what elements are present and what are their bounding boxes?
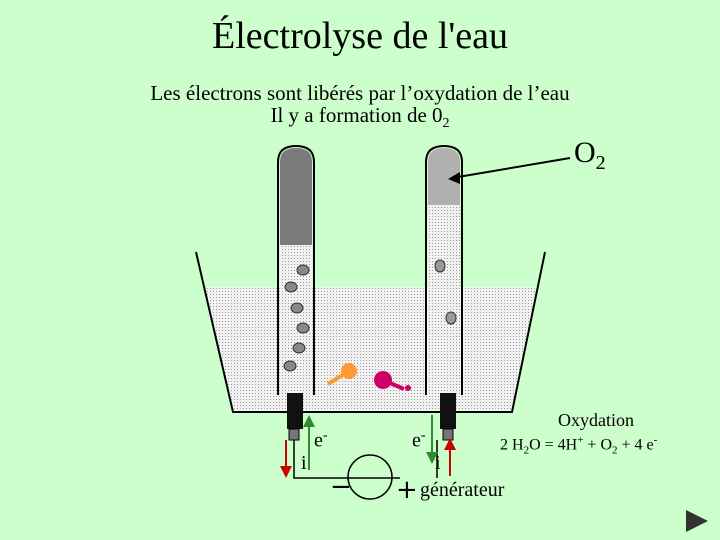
play-triangle-icon bbox=[686, 510, 708, 532]
electron-right-sup: - bbox=[420, 428, 426, 443]
left-bubbles bbox=[283, 264, 310, 372]
right-tube-gas bbox=[428, 148, 460, 205]
o2-label: O2 bbox=[574, 136, 606, 175]
eq-h2o-sub: 2 bbox=[523, 444, 530, 457]
plus-sign: + bbox=[396, 475, 418, 505]
current-label-right: i bbox=[435, 452, 441, 474]
subtitle-line-2: Il y a formation de 02 bbox=[0, 104, 720, 135]
o2-label-main: O bbox=[574, 136, 596, 169]
left-electrode bbox=[287, 393, 303, 429]
electron-label-right: e- bbox=[412, 428, 426, 453]
generator-label: générateur bbox=[420, 479, 505, 501]
electron-arrow-left-icon bbox=[303, 415, 315, 427]
magenta-molecule bbox=[374, 371, 411, 391]
water bbox=[205, 287, 536, 412]
subtitle-line-2-sub: 2 bbox=[442, 116, 450, 132]
eq-o-part: O = 4H bbox=[529, 436, 578, 454]
right-electrode bbox=[440, 393, 456, 429]
oxidation-equation: 2 H2O = 4H+ + O2 + 4 e- bbox=[500, 434, 657, 457]
o2-pointer bbox=[451, 157, 571, 179]
right-tube-outline bbox=[425, 144, 463, 395]
eq-hplus-sup: + bbox=[577, 434, 584, 446]
electron-arrow-right-icon bbox=[426, 452, 438, 464]
right-tube-water bbox=[428, 205, 460, 395]
o2-label-sub: 2 bbox=[595, 152, 606, 174]
circuit-wire bbox=[293, 440, 438, 479]
equation-title: Oxydation bbox=[558, 410, 634, 430]
electron-label-left: e- bbox=[314, 428, 328, 453]
eq-plus-o: + O bbox=[583, 436, 612, 454]
current-arrow-right-icon bbox=[444, 438, 456, 450]
electron-right-e: e bbox=[412, 429, 421, 452]
eq-coef: 2 H bbox=[500, 436, 524, 454]
current-arrow-left-icon bbox=[280, 466, 292, 478]
eq-tail: + 4 e bbox=[617, 436, 654, 454]
page-title: Électrolyse de l'eau bbox=[212, 15, 508, 57]
electron-left-sup: - bbox=[322, 428, 328, 443]
orange-molecule bbox=[326, 363, 357, 386]
current-label-left: i bbox=[301, 452, 307, 474]
subtitle-line-2-text: Il y a formation de 0 bbox=[270, 103, 443, 127]
subtitle-line-1: Les électrons sont libérés par l’oxydati… bbox=[150, 81, 570, 105]
left-tube-gas bbox=[280, 148, 312, 245]
next-slide-button[interactable] bbox=[684, 508, 716, 538]
minus-sign: − bbox=[330, 472, 352, 502]
eq-e-sup: - bbox=[653, 434, 658, 446]
right-bubbles bbox=[434, 259, 457, 325]
electron-left-e: e bbox=[314, 429, 323, 452]
left-tube-outline bbox=[277, 144, 315, 395]
eq-o2-sub: 2 bbox=[612, 444, 618, 457]
generator-icon bbox=[347, 454, 393, 500]
tank-wall bbox=[195, 251, 546, 413]
